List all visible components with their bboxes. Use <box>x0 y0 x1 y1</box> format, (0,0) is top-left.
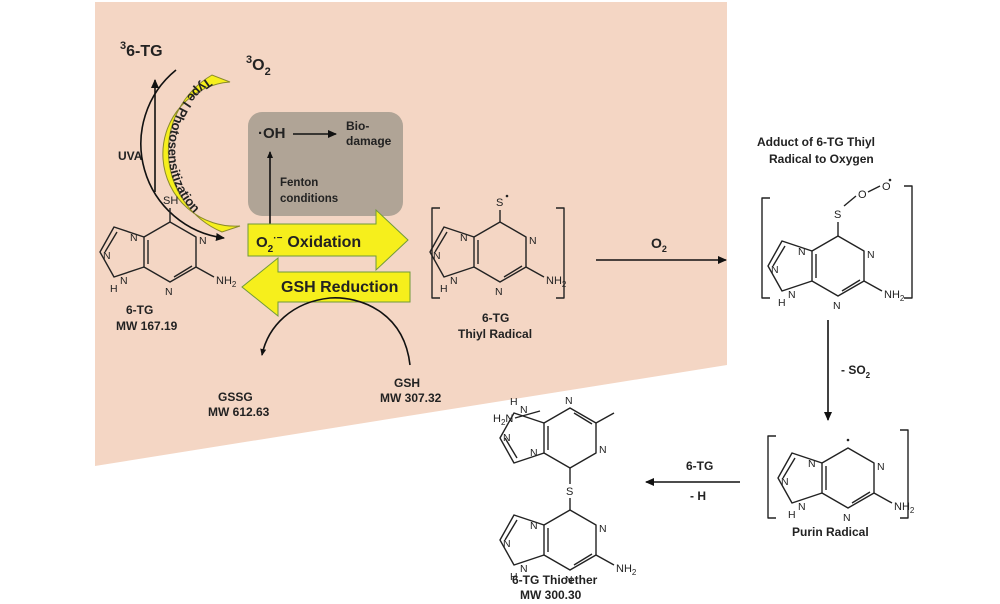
svg-text:N: N <box>503 432 511 444</box>
svg-text:N: N <box>781 476 789 488</box>
svg-text:H: H <box>440 283 448 295</box>
svg-text:H2N: H2N <box>493 413 513 427</box>
svg-text:N: N <box>103 250 111 262</box>
thiyl-name-2: Thiyl Radical <box>458 327 532 341</box>
svg-text:O: O <box>858 189 867 201</box>
svg-text:N: N <box>788 289 796 301</box>
thioether-structure: N N N N N H S N N N N N H NH2 H2N <box>493 395 637 586</box>
triplet-oxygen-label: O <box>252 57 264 74</box>
adduct-title-2: Radical to Oxygen <box>769 152 874 166</box>
triplet-6tg-label: 6-TG <box>126 43 162 60</box>
gssg-mw: MW 612.63 <box>208 405 270 419</box>
svg-text:- SO2: - SO2 <box>841 363 871 380</box>
svg-text:O: O <box>882 181 891 193</box>
svg-text:H: H <box>510 396 518 408</box>
svg-text:N: N <box>808 458 816 470</box>
6tg-name: 6-TG <box>126 303 153 317</box>
svg-text:O2·−Oxidation: O2·−Oxidation <box>256 233 361 255</box>
adduct-bracket-left <box>761 197 770 299</box>
svg-text:N: N <box>530 447 538 459</box>
fenton-label-2: conditions <box>280 193 338 205</box>
reduction-arrow <box>241 256 411 318</box>
reduction-label: GSH Reduction <box>281 279 398 296</box>
o2-step-label: O <box>651 235 662 251</box>
svg-text:SH: SH <box>163 195 178 207</box>
svg-text:NH2: NH2 <box>616 563 637 577</box>
svg-text:N: N <box>599 523 607 535</box>
step-6tg-label: 6-TG <box>686 459 713 473</box>
6tg-structure: SH N N N N H N NH2 <box>99 195 237 298</box>
svg-text:N: N <box>843 512 851 524</box>
so2-label: - SO <box>841 363 866 377</box>
svg-text:H: H <box>778 297 786 309</box>
svg-text:·OH: ·OH <box>258 125 286 142</box>
svg-text:N: N <box>120 275 128 287</box>
gsh-mw: MW 307.32 <box>380 391 442 405</box>
biodamage-label-1: Bio- <box>346 119 369 133</box>
svg-text:NH2: NH2 <box>884 289 905 303</box>
step-h-label: - H <box>690 489 706 503</box>
svg-text:3O2: 3O2 <box>246 54 271 78</box>
svg-text:N: N <box>867 249 875 261</box>
svg-text:N: N <box>520 404 528 416</box>
svg-text:36-TG: 36-TG <box>120 40 163 60</box>
svg-text:S: S <box>496 197 503 209</box>
thiyl-name-1: 6-TG <box>482 311 509 325</box>
purin-bracket-left <box>767 435 776 519</box>
oxidation-label: Oxidation <box>287 234 361 251</box>
svg-text:N: N <box>530 520 538 532</box>
svg-text:N: N <box>450 275 458 287</box>
gsh-gssg-curve <box>260 297 411 366</box>
hydroxyl-radical-label: OH <box>263 125 286 142</box>
type1-crescent <box>162 74 241 233</box>
svg-text:N: N <box>433 250 441 262</box>
svg-text:S: S <box>566 486 573 498</box>
svg-text:N: N <box>130 232 138 244</box>
svg-text:N: N <box>495 286 503 298</box>
photosensitization-arc-arrow <box>140 69 225 241</box>
gssg-label: GSSG <box>218 390 253 404</box>
gsh-label: GSH <box>394 376 420 390</box>
svg-text:S: S <box>834 209 841 221</box>
svg-text:N: N <box>520 563 528 575</box>
svg-text:N: N <box>798 246 806 258</box>
purin-radical-structure: N N N N N H NH2 <box>777 438 915 524</box>
oxidation-arrow <box>247 208 409 272</box>
svg-text:N: N <box>529 235 537 247</box>
svg-text:N: N <box>165 286 173 298</box>
svg-text:N: N <box>798 501 806 513</box>
svg-text:N: N <box>460 232 468 244</box>
svg-text:N: N <box>565 574 573 586</box>
svg-text:N: N <box>833 300 841 312</box>
thiyl-bracket-right <box>556 207 565 299</box>
adduct-bracket-right <box>904 185 913 299</box>
adduct-title-1: Adduct of 6-TG Thiyl <box>757 135 875 149</box>
svg-text:H: H <box>510 571 518 583</box>
svg-text:N: N <box>565 395 573 407</box>
adduct-structure: S O O N N N N N H NH2 <box>767 178 905 312</box>
6tg-mw: MW 167.19 <box>116 319 178 333</box>
biodamage-label-2: damage <box>346 134 392 148</box>
svg-text:N: N <box>503 538 511 550</box>
thioether-name: 6-TG Thioether <box>512 573 598 587</box>
svg-text:N: N <box>771 264 779 276</box>
svg-text:H: H <box>110 283 118 295</box>
svg-text:N: N <box>877 461 885 473</box>
svg-text:NH2: NH2 <box>216 275 237 289</box>
svg-text:H: H <box>788 509 796 521</box>
thioether-mw: MW 300.30 <box>520 588 582 602</box>
svg-text:N: N <box>599 444 607 456</box>
uva-label: UVA <box>118 149 143 163</box>
purin-radical-name: Purin Radical <box>792 525 869 539</box>
thiyl-bracket-left <box>431 207 440 299</box>
purin-bracket-right <box>900 429 909 519</box>
svg-text:NH2: NH2 <box>894 501 915 515</box>
fenton-label-1: Fenton <box>280 177 318 189</box>
svg-text:O2: O2 <box>651 235 667 254</box>
fenton-box <box>248 112 403 216</box>
svg-text:N: N <box>199 235 207 247</box>
